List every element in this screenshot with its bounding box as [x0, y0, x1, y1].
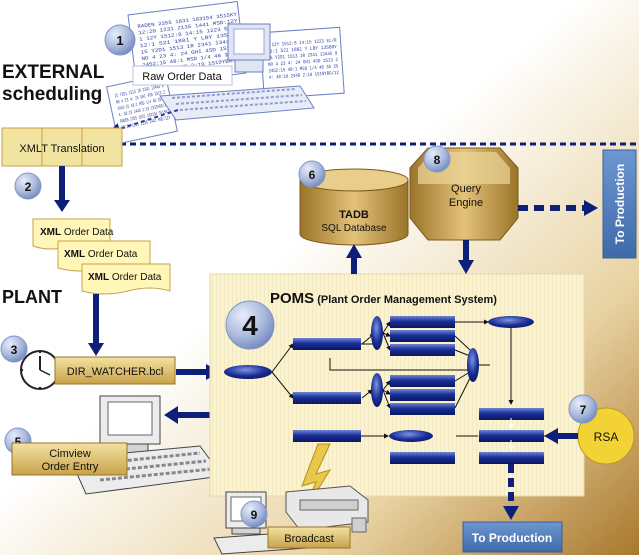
step-4-badge: 4 [225, 300, 275, 350]
broadcast-label: Broadcast [284, 533, 334, 545]
tadb-database-icon [299, 168, 409, 246]
svg-text:6: 6 [309, 168, 316, 182]
svg-text:2: 2 [25, 180, 32, 194]
svg-text:9: 9 [251, 508, 258, 522]
svg-text:5: 5 [15, 435, 22, 449]
xml-document-3: XML Order Data [81, 263, 171, 295]
paper-line: 4: 48:19 2448 2:19 1S19YBG/12 [269, 70, 339, 81]
svg-text:XML Order Data: XML Order Data [88, 272, 162, 283]
svg-text:XML Order Data: XML Order Data [64, 249, 138, 260]
query-engine-label-line2: Engine [449, 197, 483, 209]
paper-line: 2452:15 48:1 MSD 1/4 48 35 25 [268, 63, 338, 74]
svg-text:3: 3 [11, 343, 18, 357]
paper-line: 12:1 521 1881 Y LBY 13S88Y [267, 44, 337, 55]
step-9-badge: 9 [240, 500, 268, 528]
external-label: EXTERNAL [2, 62, 105, 83]
to-production-right-label: To Production [613, 164, 627, 244]
to-production-bottom-box [462, 521, 563, 553]
poms-title: POMS (Plant Order Management System) [270, 290, 497, 307]
step-7-badge: 7 [568, 394, 598, 424]
tadb-sublabel: SQL Database [321, 223, 387, 234]
svg-text:1: 1 [116, 33, 123, 48]
to-production-bottom-label: To Production [472, 531, 552, 545]
step-2-badge: 2 [14, 172, 42, 200]
step-3-badge: 3 [0, 335, 28, 363]
tadb-label: TADB [339, 209, 369, 221]
clock-icon [20, 350, 60, 390]
broadcast-box [267, 526, 351, 549]
query-engine-label-line1: Query [451, 183, 481, 195]
step-6-badge: 6 [298, 160, 326, 188]
cimview-label-line1: Cimview [49, 448, 91, 460]
plant-label: PLANT [2, 287, 62, 307]
scheduling-label: scheduling [2, 84, 102, 105]
raw-data-computer [159, 23, 315, 121]
svg-text:XML Order Data: XML Order Data [40, 227, 114, 238]
cimview-box [11, 442, 128, 476]
paper-scribble-3: 15 Y2D1 1513 1R 2341 13445 8NO 4 23 4: 2… [114, 83, 171, 131]
svg-text:8: 8 [434, 153, 441, 167]
raw-order-data-label: Raw Order Data [142, 71, 222, 83]
xmlt-translation-label: XMLT Translation [19, 143, 104, 155]
paper-line: 1 12Y 1512:8 14:15 1223 EL/R [266, 38, 336, 49]
svg-text:7: 7 [580, 403, 587, 417]
step-8-badge: 8 [423, 145, 451, 173]
paper-line: NO 4 23 4: 24 GHI 4SD 1S13 2 [268, 57, 338, 68]
printer-icon [285, 485, 369, 533]
raw-order-data-box [132, 65, 233, 86]
to-production-right-box [602, 149, 637, 259]
paper-line: 15 Y2D1 1513 1R 2341 13445 8 [267, 51, 337, 62]
poms-flow-network [224, 316, 552, 464]
xmlt-translation-box [1, 127, 123, 167]
step-1-badge: 1 [104, 24, 136, 56]
dir-watcher-box [54, 356, 176, 385]
cimview-label-line2: Order Entry [42, 461, 99, 473]
dir-watcher-label: DIR_WATCHER.bcl [67, 366, 164, 378]
rsa-label: RSA [594, 430, 619, 444]
paper-scribble-2: 1 12Y 1512:8 14:15 1223 EL/R12:1 521 188… [266, 38, 339, 81]
svg-text:4: 4 [242, 310, 258, 341]
